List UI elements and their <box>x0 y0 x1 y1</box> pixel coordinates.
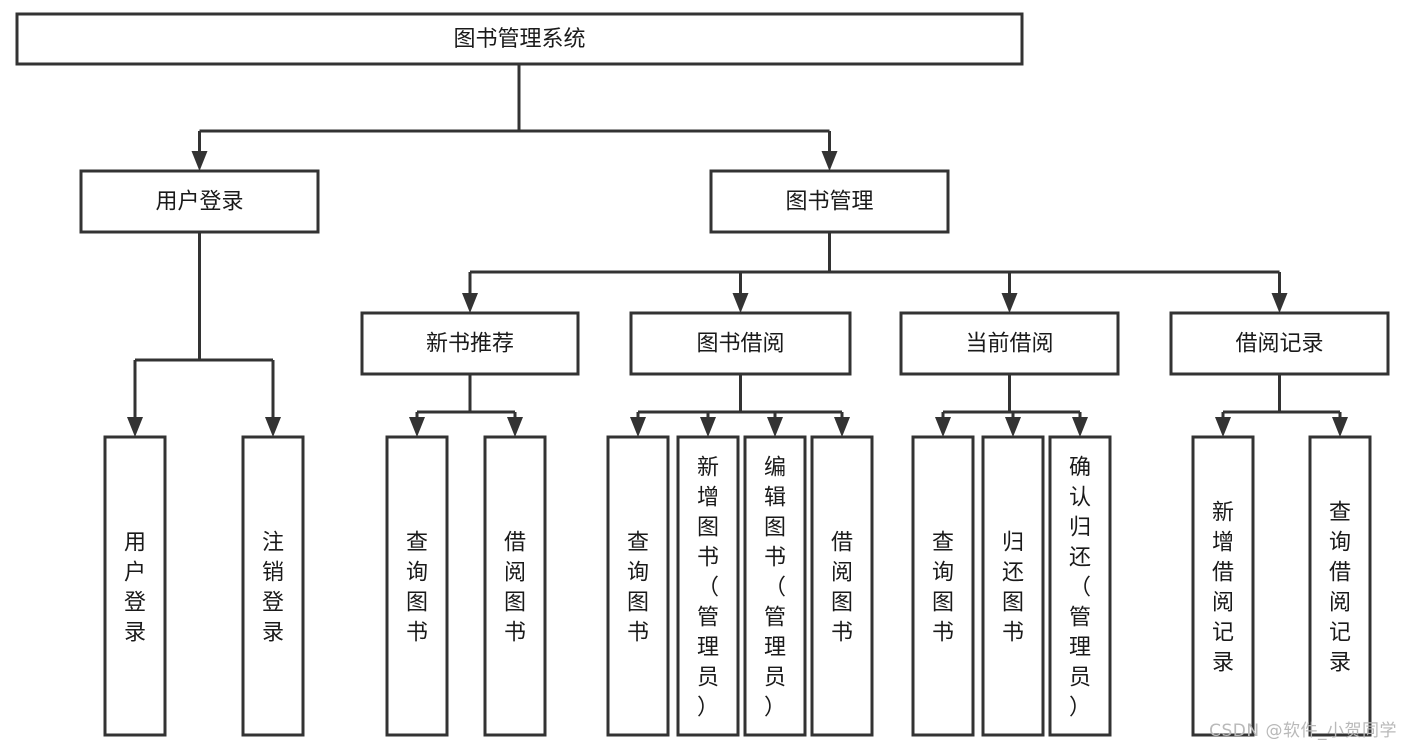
to-leaf-query-book-1-arrowhead <box>409 417 425 437</box>
node-leaf-query-record[interactable]: 查询借阅记录 <box>1308 435 1372 737</box>
node-borrow-record-rect[interactable] <box>1169 311 1390 376</box>
node-leaf-query-book-3-label: 查询图书 <box>932 530 954 645</box>
node-leaf-query-book-2-rect[interactable] <box>606 435 670 737</box>
node-borrow-record-label: 借阅记录 <box>1235 332 1323 357</box>
to-borrow-record-arrowhead <box>1271 293 1288 313</box>
node-leaf-user-logout-rect[interactable] <box>241 435 305 737</box>
node-new-book-recommend-rect[interactable] <box>360 311 580 376</box>
to-leaf-confirm-return-arrowhead <box>1072 417 1088 437</box>
to-current-borrow-arrowhead <box>1001 293 1018 313</box>
node-leaf-query-record-label: 查询借阅记录 <box>1329 500 1351 675</box>
node-leaf-query-book-1-label: 查询图书 <box>406 530 428 645</box>
node-leaf-query-book-1-rect[interactable] <box>385 435 449 737</box>
node-leaf-add-record-rect[interactable] <box>1191 435 1255 737</box>
node-leaf-confirm-return-rect[interactable] <box>1048 435 1112 737</box>
node-borrow-record[interactable]: 借阅记录 <box>1169 311 1390 376</box>
node-leaf-add-book-label: 新增图书（管理员） <box>697 455 719 720</box>
node-book-manage-rect[interactable] <box>709 169 950 234</box>
node-leaf-return-book-label: 归还图书 <box>1002 530 1024 645</box>
node-book-borrow[interactable]: 图书借阅 <box>629 311 852 376</box>
node-root-root-label: 图书管理系统 <box>453 27 585 52</box>
node-leaf-user-logout[interactable]: 注销登录 <box>241 435 305 737</box>
node-leaf-return-book[interactable]: 归还图书 <box>981 435 1045 737</box>
node-user-login-rect[interactable] <box>79 169 320 234</box>
to-leaf-query-book-2-arrowhead <box>630 417 646 437</box>
node-book-manage[interactable]: 图书管理 <box>709 169 950 234</box>
node-leaf-borrow-book-2[interactable]: 借阅图书 <box>810 435 874 737</box>
node-leaf-query-book-2[interactable]: 查询图书 <box>606 435 670 737</box>
node-root-root-rect[interactable] <box>15 12 1024 66</box>
to-leaf-edit-book-arrowhead <box>767 417 783 437</box>
to-leaf-add-record-arrowhead <box>1215 417 1231 437</box>
node-new-book-recommend-label: 新书推荐 <box>426 332 514 357</box>
node-leaf-borrow-book-1[interactable]: 借阅图书 <box>483 435 547 737</box>
node-leaf-edit-book-rect[interactable] <box>743 435 807 737</box>
node-leaf-query-book-3[interactable]: 查询图书 <box>911 435 975 737</box>
node-leaf-borrow-book-2-label: 借阅图书 <box>831 530 853 645</box>
connector-layer <box>127 64 1348 437</box>
to-leaf-user-logout-arrowhead <box>265 417 281 437</box>
node-leaf-add-record[interactable]: 新增借阅记录 <box>1191 435 1255 737</box>
node-current-borrow-rect[interactable] <box>899 311 1120 376</box>
to-book-manage-arrowhead <box>821 151 838 171</box>
node-leaf-query-record-rect[interactable] <box>1308 435 1372 737</box>
node-leaf-borrow-book-2-rect[interactable] <box>810 435 874 737</box>
to-user-login-arrowhead <box>191 151 208 171</box>
node-user-login[interactable]: 用户登录 <box>79 169 320 234</box>
node-new-book-recommend[interactable]: 新书推荐 <box>360 311 580 376</box>
node-leaf-edit-book-label: 编辑图书（管理员） <box>764 455 786 720</box>
node-leaf-edit-book[interactable]: 编辑图书（管理员） <box>743 435 807 737</box>
to-leaf-borrow-book-2-arrowhead <box>834 417 850 437</box>
node-book-manage-label: 图书管理 <box>785 190 873 215</box>
node-current-borrow-label: 当前借阅 <box>965 332 1053 357</box>
to-leaf-add-book-arrowhead <box>700 417 716 437</box>
to-leaf-user-login-arrowhead <box>127 417 143 437</box>
node-leaf-confirm-return-label: 确认归还（管理员） <box>1069 455 1091 720</box>
node-layer: 图书管理系统用户登录图书管理新书推荐图书借阅当前借阅借阅记录用户登录注销登录查询… <box>15 12 1390 737</box>
node-root-root[interactable]: 图书管理系统 <box>15 12 1024 66</box>
node-leaf-user-login-label: 用户登录 <box>124 530 146 645</box>
node-leaf-query-book-3-rect[interactable] <box>911 435 975 737</box>
node-leaf-query-book-1[interactable]: 查询图书 <box>385 435 449 737</box>
node-leaf-add-book-rect[interactable] <box>676 435 740 737</box>
node-leaf-borrow-book-1-rect[interactable] <box>483 435 547 737</box>
to-new-book-recommend-arrowhead <box>462 293 478 313</box>
node-book-borrow-label: 图书借阅 <box>696 332 784 357</box>
to-leaf-query-record-arrowhead <box>1332 417 1348 437</box>
to-leaf-return-book-arrowhead <box>1005 417 1021 437</box>
to-book-borrow-arrowhead <box>732 293 749 313</box>
node-leaf-borrow-book-1-label: 借阅图书 <box>504 530 526 645</box>
node-book-borrow-rect[interactable] <box>629 311 852 376</box>
node-leaf-query-book-2-label: 查询图书 <box>627 530 649 645</box>
node-leaf-user-login[interactable]: 用户登录 <box>103 435 167 737</box>
node-leaf-add-book[interactable]: 新增图书（管理员） <box>676 435 740 737</box>
node-leaf-return-book-rect[interactable] <box>981 435 1045 737</box>
to-leaf-borrow-book-1-arrowhead <box>507 417 523 437</box>
node-leaf-confirm-return[interactable]: 确认归还（管理员） <box>1048 435 1112 737</box>
node-current-borrow[interactable]: 当前借阅 <box>899 311 1120 376</box>
node-leaf-add-record-label: 新增借阅记录 <box>1212 500 1234 675</box>
to-leaf-query-book-3-arrowhead <box>935 417 951 437</box>
node-user-login-label: 用户登录 <box>155 190 243 215</box>
node-leaf-user-logout-label: 注销登录 <box>262 530 284 645</box>
node-leaf-user-login-rect[interactable] <box>103 435 167 737</box>
